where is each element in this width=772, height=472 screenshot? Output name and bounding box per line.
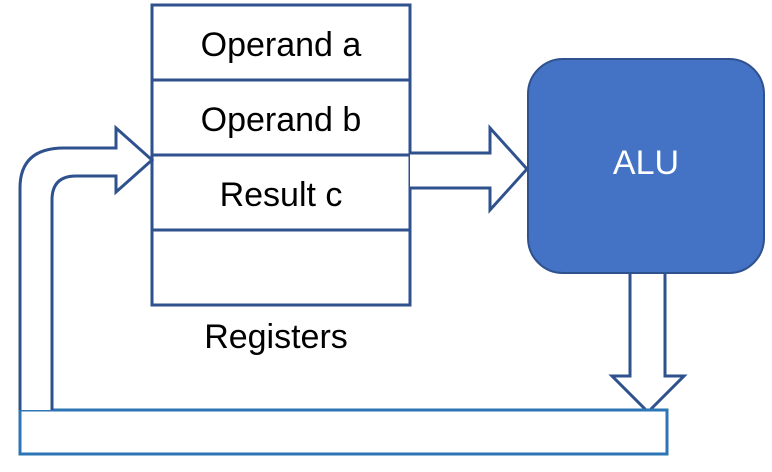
register-operand-a: Operand a [152,8,410,83]
register-empty [152,233,410,308]
register-label: Result c [219,176,343,214]
register-label: Operand b [200,101,362,139]
registers-caption: Registers [204,318,348,356]
register-label: Operand a [200,26,362,64]
alu-label: ALU [612,143,680,182]
result-bus [18,408,669,456]
register-result-c: Result c [152,158,410,233]
feedback-arrow [18,124,155,410]
alu-block: ALU [527,58,765,274]
alu-to-bus-arrow [608,274,688,415]
register-operand-b: Operand b [152,83,410,158]
registers-to-alu-arrow [410,124,530,214]
